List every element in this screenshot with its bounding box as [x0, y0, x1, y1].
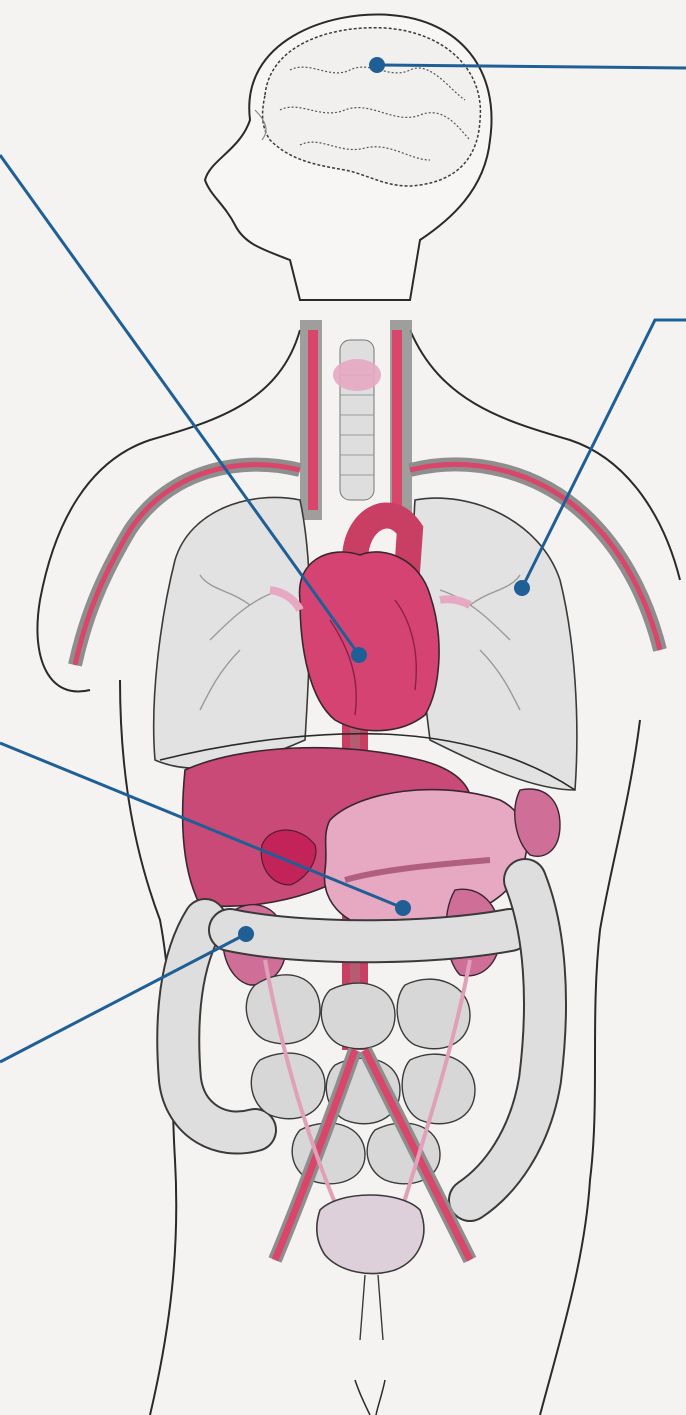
stomach-marker	[395, 900, 411, 916]
heart-icon	[300, 552, 440, 731]
kidney-marker	[238, 926, 254, 942]
bladder	[317, 1195, 424, 1274]
thyroid	[333, 359, 381, 391]
brain-marker	[369, 57, 385, 73]
neck-vessels	[300, 320, 412, 520]
lung-marker	[514, 580, 530, 596]
heart-marker	[351, 647, 367, 663]
